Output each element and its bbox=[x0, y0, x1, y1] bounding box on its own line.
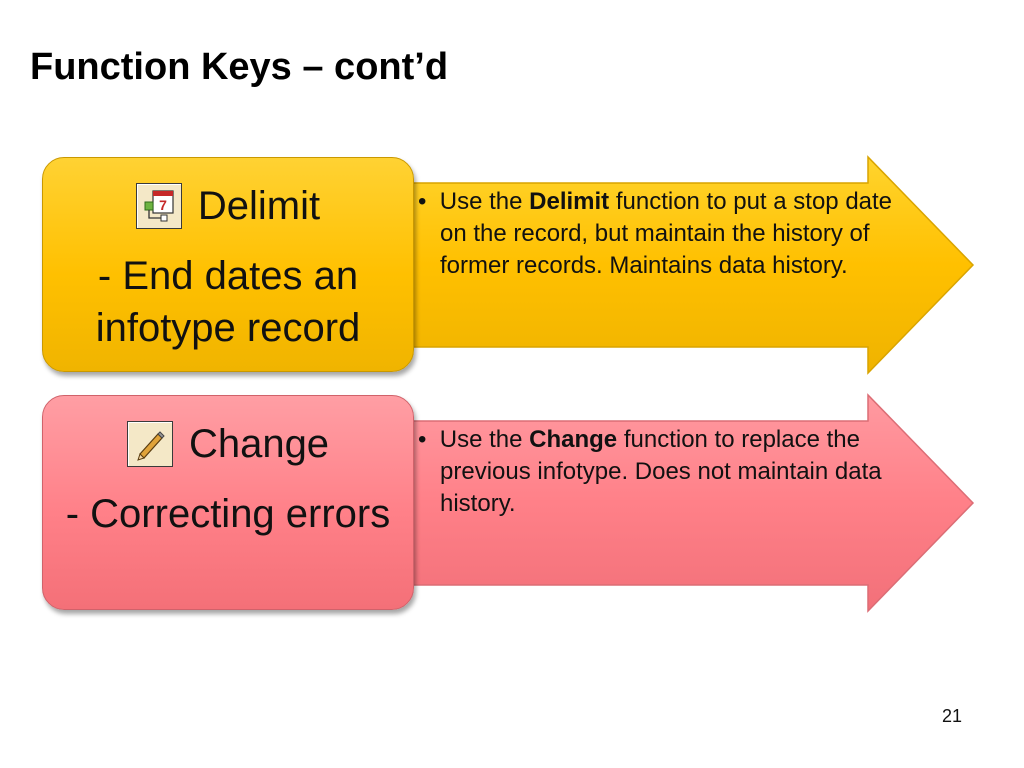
change-desc-suffix: function to replace the previous infotyp… bbox=[440, 426, 882, 517]
page-number: 21 bbox=[941, 706, 962, 726]
delimit-arrow bbox=[380, 155, 975, 375]
change-desc-prefix: Use the bbox=[439, 426, 530, 453]
change-label: Change bbox=[188, 422, 330, 466]
pencil-edit-icon bbox=[126, 421, 173, 467]
change-desc-bold: Change bbox=[529, 426, 618, 453]
svg-text:7: 7 bbox=[159, 197, 167, 213]
delimit-box: 7 Delimit - End dates an infotype record bbox=[42, 157, 414, 372]
page-title: Function Keys – cont’d bbox=[30, 46, 449, 88]
delimit-subtitle: - End dates an infotype record bbox=[95, 254, 361, 350]
bullet-marker: • bbox=[418, 188, 427, 215]
delimit-label: Delimit bbox=[197, 184, 321, 228]
change-description: • Use the Change function to replace the… bbox=[418, 424, 910, 520]
delimit-description: • Use the Delimit function to put a stop… bbox=[418, 186, 910, 282]
change-subtitle: - Correcting errors bbox=[65, 492, 391, 536]
change-heading: Change bbox=[43, 420, 413, 468]
change-arrow bbox=[380, 393, 975, 613]
delimit-calendar-icon: 7 bbox=[135, 183, 182, 229]
delimit-desc-bold: Delimit bbox=[529, 188, 610, 215]
delimit-heading: 7 Delimit bbox=[43, 182, 413, 230]
delimit-desc-prefix: Use the bbox=[439, 188, 530, 215]
bullet-marker: • bbox=[418, 426, 427, 453]
delimit-desc-suffix: function to put a stop date on the recor… bbox=[440, 188, 893, 279]
change-box: Change - Correcting errors bbox=[42, 395, 414, 610]
